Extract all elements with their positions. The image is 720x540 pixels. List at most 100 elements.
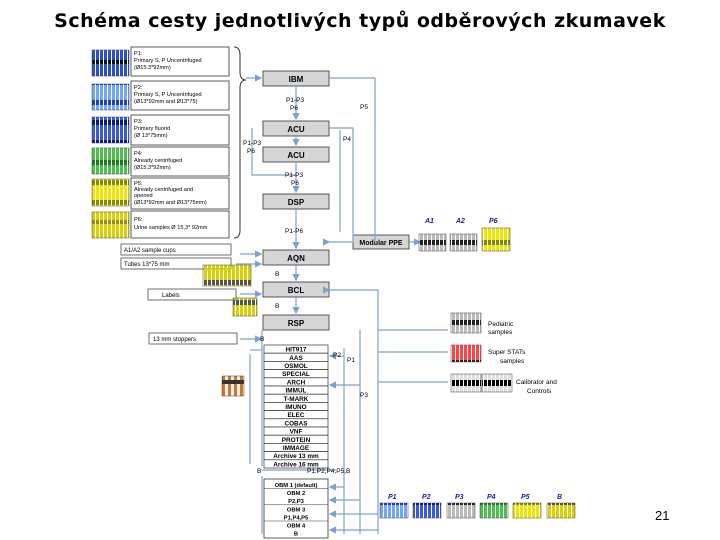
sorter-item: Archive 13 mm: [273, 453, 319, 460]
sorter-item: VNF: [290, 429, 303, 436]
flow-label-p5: P5: [360, 104, 368, 111]
cups-label: A1/A2 sample cups: [124, 248, 176, 254]
tube-types-brace: [233, 46, 247, 239]
bottom-racks: P1 P2 P3 P4 P5 B: [379, 494, 576, 519]
rack-label-a1: A1: [424, 218, 434, 225]
tubes-image: [202, 264, 252, 287]
module-aqn-label: AQN: [287, 254, 305, 263]
pediatric-rack-image: [450, 312, 482, 334]
tube-size-p3: (Ø 13*75mm): [134, 133, 168, 139]
sorter-item: IMMUL: [286, 388, 307, 395]
flow-label-p6-top: P6: [290, 105, 298, 112]
tube-size-p1: (Ø15.3*92mm): [134, 65, 171, 71]
flow-label-p6-left: P6: [247, 148, 255, 155]
flow-label-b-rsp: B: [260, 336, 264, 343]
tube-box-p4: [130, 146, 230, 177]
bottom-label-p1: P1: [388, 494, 397, 501]
flow-label-b-bottom: B: [257, 468, 261, 475]
flow-label-p3: P3: [360, 392, 368, 399]
super-stats-label-2: samples: [500, 358, 525, 365]
bottom-label-p2: P2: [422, 494, 431, 501]
tube-code-p5: P5:: [134, 181, 143, 187]
bottom-label-p4: P4: [487, 494, 496, 501]
sorter-item: AAS: [289, 355, 303, 362]
flow-label-b-aqn: B: [275, 271, 279, 278]
obm-item: B: [294, 532, 298, 538]
flow-label-p1p3-left: P1-P3: [243, 140, 261, 147]
bottom-rack-p5: [512, 502, 542, 519]
tubes-label: Tubes 13*75 mm: [124, 262, 169, 268]
tube-box-p6: [130, 210, 230, 239]
flow-label-p1: P1: [347, 357, 355, 364]
module-rsp: [262, 314, 330, 331]
obm-item: P2,P3: [288, 499, 305, 505]
flow-arrows: [236, 74, 448, 534]
module-dsp-label: DSP: [288, 198, 305, 207]
sorter-item: OSMOL: [284, 363, 308, 370]
tube-image-p5: [91, 178, 130, 207]
sorter-item: ARCH: [287, 379, 306, 386]
sorter-item: PROTEIN: [282, 437, 311, 444]
sorter-list: HIT917AASOSMOLSPECIALARCHIMMULT-MARKIMUN…: [263, 344, 329, 469]
flow-label-sorter-out: P1,P2,P4,P5,B: [307, 468, 350, 475]
labels-box: [147, 288, 237, 301]
flow-modules: IBM ACU ACU DSP AQN BCL RSP Modular PPE: [262, 70, 410, 331]
flow-label-p4: P4: [343, 136, 351, 143]
module-modular-ppe-label: Modular PPE: [359, 240, 403, 247]
tube-image-p1: [91, 49, 130, 77]
bottom-rack-p2: [412, 502, 442, 519]
tube-code-p2: P2:: [134, 85, 143, 91]
tube-image-p4: [91, 147, 130, 175]
rack-panel: A1 A2 P6 Pediatric samples Super STATs s…: [418, 218, 557, 395]
tube-code-p4: P4:: [134, 151, 143, 157]
sorter-item: Archive 16 mm: [273, 461, 319, 468]
tube-image-p3: [91, 116, 130, 144]
bottom-label-b: B: [557, 494, 562, 501]
sorter-row: [263, 459, 329, 469]
bottom-rack-p4: [479, 502, 509, 519]
tube-size-p5: (Ø13*92mm and Ø13*75mm): [134, 200, 207, 206]
bottom-rack-b: [546, 502, 576, 519]
pediatric-label-2: samples: [488, 329, 513, 336]
tube-desc-p2: Primary S, P Uncentrifuged: [134, 92, 202, 98]
rack-label-p6: P6: [489, 218, 498, 225]
super-stats-rack-image: [450, 344, 482, 363]
flow-label-p2: P2: [333, 352, 341, 359]
calibrator-rack-image-2: [481, 373, 513, 393]
tube-size-p2: (Ø13*92mm and Ø13*75): [134, 99, 198, 105]
sorter-item: T-MARK: [284, 396, 309, 403]
sorter-item: COBAS: [284, 420, 308, 427]
tube-desc-p3: Primary fluorid: [134, 126, 170, 132]
sorter-item: IMMAGE: [283, 445, 310, 452]
calibrator-label-2: Controls: [527, 388, 552, 395]
sorter-item: HIT917: [286, 347, 307, 354]
tubes-box: [120, 257, 232, 270]
sorter-item: IMUNO: [285, 404, 306, 411]
obm-item: P1,P4,P5: [284, 515, 309, 521]
tube-code-p1: P1:: [134, 51, 143, 57]
cups-box: [120, 243, 232, 256]
tube-box-p2: [130, 80, 230, 111]
flow-label-p1p3-top: P1-P3: [286, 97, 304, 104]
flow-label-b-bcl: B: [275, 303, 279, 310]
rack-p6-image: [481, 227, 511, 252]
tube-desc-p4: Already centrifuged: [134, 158, 182, 164]
module-bcl-label: BCL: [288, 286, 305, 295]
stoppers-box: [148, 332, 238, 345]
obm-item: OBM 2: [287, 491, 305, 497]
rack-a1-image: [418, 233, 447, 252]
sorter-item: ELEC: [287, 412, 304, 419]
tube-desc-p5: Already centrifuged and: [134, 187, 193, 193]
flow-label-p1p3-mid: P1-P3: [285, 172, 303, 179]
bottom-rack-p1: [379, 502, 409, 519]
tube-code-p3: P3:: [134, 119, 143, 125]
page-title: Schéma cesty jednotlivých typů odběrovýc…: [54, 10, 666, 32]
tube-box-p1: [130, 46, 230, 77]
module-acu-2-label: ACU: [287, 151, 305, 160]
flow-label-p6-mid: P6: [291, 180, 299, 187]
tube-image-p6: [91, 211, 130, 239]
obm-item: OBM 1 (default): [275, 483, 318, 489]
tube-desc-p1: Primary S, P Uncentrifuged: [134, 58, 202, 64]
tube-desc-p6: Urine samples Ø 15,3* 92mm: [134, 225, 208, 231]
